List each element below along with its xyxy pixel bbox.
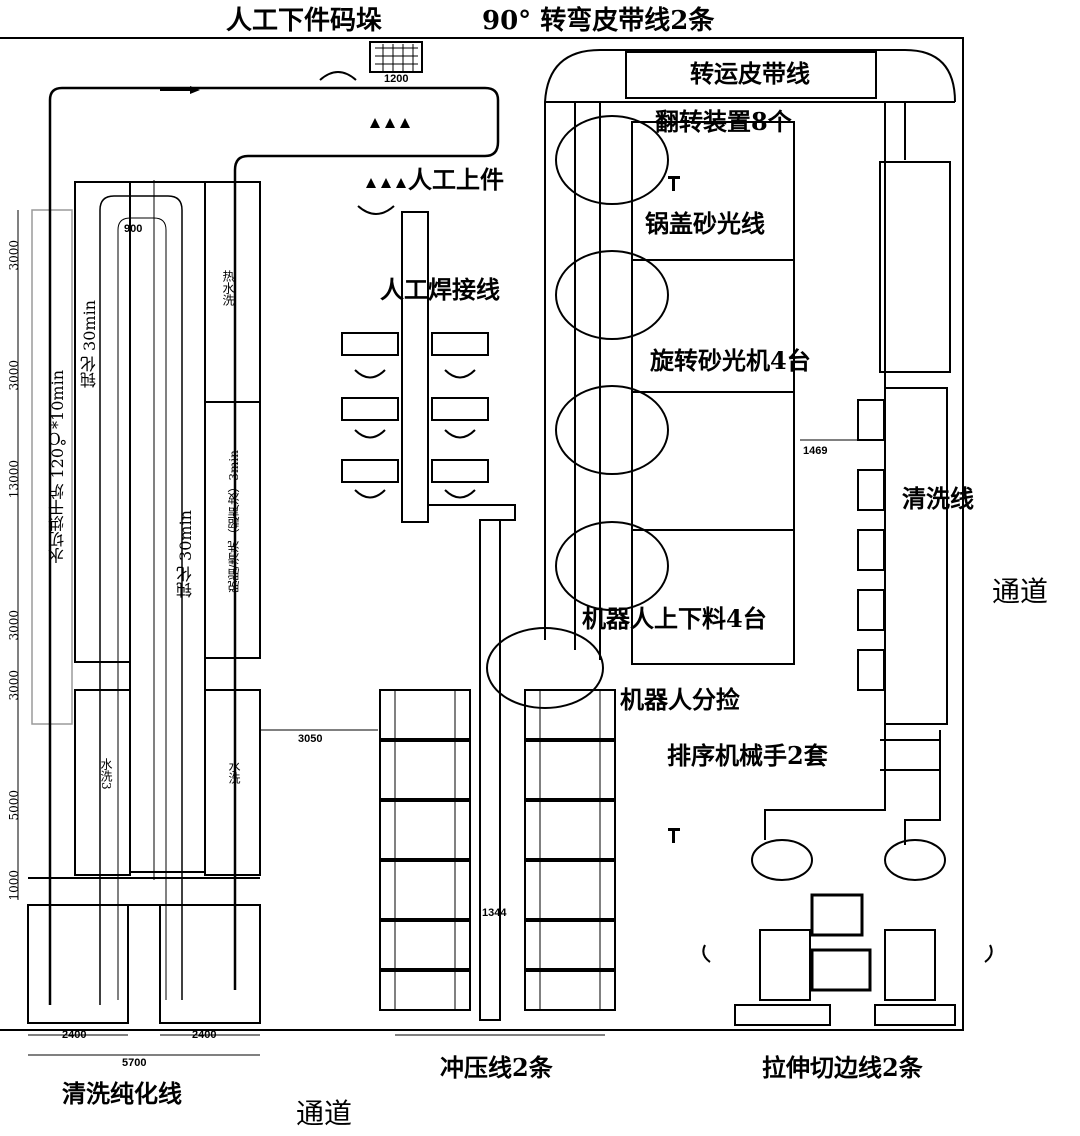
label-dryer: 水切烘干炉 120℃*10min (48, 370, 67, 564)
manual-welding-area (319, 71, 516, 1021)
label-lid-polish-line: 锅盖砂光线 (645, 209, 765, 238)
trim-robot-1 (751, 839, 813, 881)
dim-1200: 1200 (384, 73, 409, 85)
vdim-item: 3000 (7, 610, 21, 641)
trim-press-1 (810, 893, 864, 937)
robot-reach-3 (555, 385, 669, 475)
transfer-duct (428, 504, 516, 1021)
vdim-item: 5000 (7, 790, 21, 821)
polish-cell-4 (631, 529, 795, 665)
vdim-item: 3000 (7, 240, 21, 271)
label-water-3: 水洗3 (99, 758, 113, 790)
press-line-1 (379, 689, 471, 1011)
wash-passivation-area (17, 86, 500, 1056)
label-channel-bottom: 通道 (296, 1097, 353, 1130)
label-turn-belt-line: 90° 转弯皮带线2条 (482, 6, 715, 36)
stack-grid (369, 41, 423, 73)
label-manual-load: 人工上件 (408, 165, 504, 194)
press-line-2 (524, 689, 616, 1011)
label-rotary-polisher: 旋转砂光机4台 (650, 346, 811, 375)
tank-group-f (74, 689, 131, 876)
tank-group-a (74, 181, 131, 663)
label-transfer-conveyor: 转运皮带线 (690, 59, 810, 88)
vdim-item: 13000 (7, 460, 21, 499)
vdim-item: 3000 (7, 670, 21, 701)
polish-cell-3 (631, 391, 795, 531)
label-channel-right: 通道 (992, 575, 1049, 608)
label-manual-unload-stacking: 人工下件码垛 (226, 6, 383, 36)
dim-900: 900 (124, 223, 143, 235)
robot-reach-5 (486, 627, 604, 709)
label-passivate-b: 钝化 30min (176, 510, 195, 599)
robot-reach-4 (555, 521, 669, 611)
label-press-line: 冲压线2条 (440, 1053, 553, 1082)
dim-5700: 5700 (122, 1057, 147, 1069)
label-stretch-trim-line: 拉伸切边线2条 (762, 1053, 923, 1082)
wash-tunnel (884, 387, 948, 725)
label-robot-load: 机器人上下料4台 (582, 604, 767, 633)
welding-conveyor (401, 211, 429, 523)
dim-2400-right: 2400 (192, 1029, 217, 1041)
dim-2400-left: 2400 (62, 1029, 87, 1041)
conveyor-arch (544, 49, 956, 103)
dim-1469: 1469 (803, 445, 828, 457)
wash-machine (879, 161, 951, 373)
dim-3050: 3050 (298, 733, 323, 745)
vdim-item: 1000 (7, 870, 21, 901)
label-robot-sort: 机器人分捡 (620, 685, 740, 714)
trim-robot-2 (884, 839, 946, 881)
label-flip-device: 翻转装置8个 (655, 107, 792, 136)
hanger-conveyor-loop (48, 86, 500, 1005)
dim-1344: 1344 (482, 907, 507, 919)
label-sort-arm: 排序机械手2套 (667, 741, 828, 770)
label-wash-line: 清洗线 (902, 484, 974, 513)
polishing-area (486, 49, 956, 845)
label-hot-water: 热水洗 (221, 270, 235, 306)
vdim-item: 3000 (7, 360, 21, 391)
press-line-area (260, 689, 616, 1036)
label-ultrasonic: 脱脂/清洗（超声波）3min (227, 450, 241, 593)
bottom-tank-right (159, 904, 261, 1024)
tank-group-d (204, 401, 261, 659)
trim-press-2 (810, 948, 872, 992)
dryer-tank (31, 209, 73, 725)
robot-reach-1 (555, 115, 669, 205)
label-wash-passivate-line: 清洗纯化线 (62, 1079, 182, 1108)
conveyor-box (625, 51, 877, 99)
label-manual-weld-line: 人工焊接线 (380, 275, 500, 304)
label-passivate-a: 钝化 30min (80, 300, 99, 389)
vertical-dimension-list: 3000 3000 13000 3000 3000 5000 1000 (2, 230, 26, 901)
polish-cell-1 (631, 121, 795, 261)
stretch-trim-area (702, 839, 993, 1026)
robot-reach-2 (555, 250, 669, 340)
bottom-tank-left (27, 904, 129, 1024)
label-water-main: 水洗 (227, 760, 241, 784)
tank-group-e (204, 689, 261, 876)
